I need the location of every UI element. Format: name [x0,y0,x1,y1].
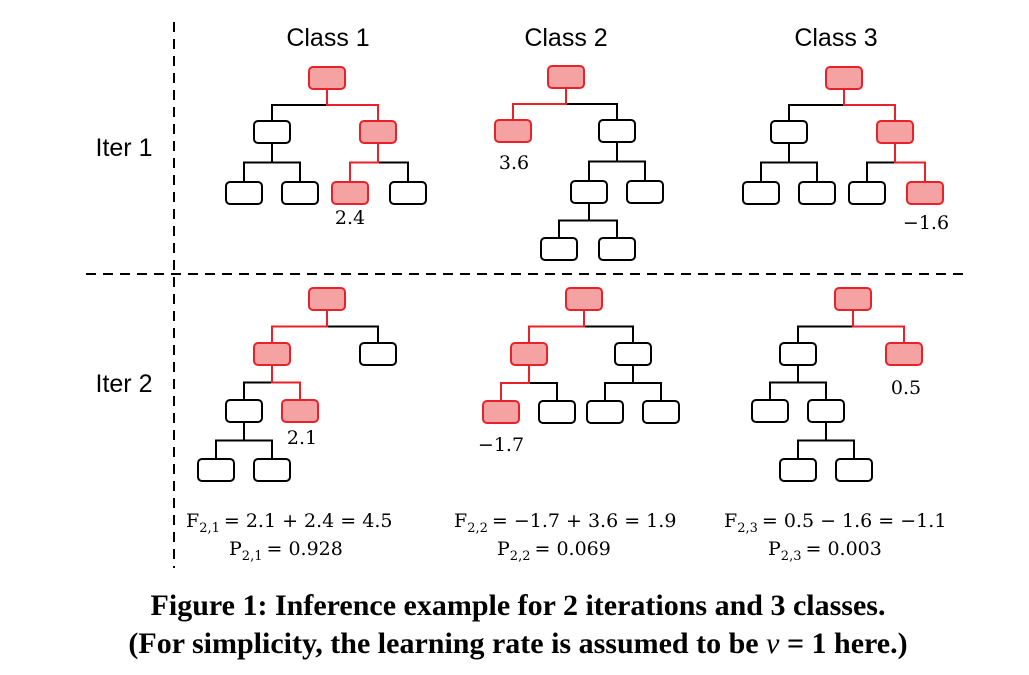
tree-edge-i1-c3-0 [788,89,845,121]
tree-node-active-i2-c2-3 [482,400,520,424]
tree-edge-i2-c2-4 [604,365,634,401]
tree-node-i2-c2-5 [586,400,624,424]
formula-p-class-3: P2,3= 0.003 [768,538,882,564]
tree-node-active-i1-c1-5 [331,181,369,205]
tree-node-i2-c1-2 [359,342,397,366]
tree-node-i1-c2-2 [598,119,636,143]
tree-edge-i1-c1-5 [377,143,409,182]
formula-p-class-1: P2,1= 0.928 [229,538,343,564]
tree-edge-i2-c1-1 [326,310,379,343]
leaf-value-i1-c3: −1.6 [903,212,949,234]
tree-node-i1-c3-5 [848,181,886,205]
tree-edge-i1-c1-3 [271,143,301,182]
tree-node-active-i2-c3-0 [834,287,872,311]
caption-line-1: Figure 1: Inference example for 2 iterat… [151,589,886,622]
leaf-value-i2-c2: −1.7 [478,434,524,456]
tree-node-active-i1-c1-2 [359,120,397,144]
tree-path-highlight-i1-c3-5 [894,143,926,182]
tree-node-i2-c2-4 [538,400,576,424]
tree-edge-i1-c2-2 [588,142,618,181]
tree-node-i2-c3-6 [835,458,873,482]
tree-node-i1-c2-3 [570,180,608,204]
formula-f-class-2: F2,2= −1.7 + 3.6 = 1.9 [454,510,676,536]
tree-node-i1-c2-6 [598,237,636,261]
tree-edge-i1-c3-4 [866,143,896,182]
tree-edge-i2-c2-1 [583,310,634,343]
tree-node-active-i1-c2-1 [494,119,532,143]
tree-edge-i2-c2-3 [528,365,558,401]
tree-edge-i1-c1-2 [243,143,273,182]
tree-node-i1-c1-1 [253,120,291,144]
tree-path-highlight-i2-c1-3 [271,365,301,400]
tree-node-i2-c1-3 [225,399,263,423]
tree-node-i1-c3-3 [742,181,780,205]
tree-node-i1-c1-3 [225,181,263,205]
leaf-value-i2-c1: 2.1 [287,427,317,449]
tree-node-i2-c2-2 [614,342,652,366]
tree-edge-i1-c2-5 [588,203,618,238]
tree-node-i2-c3-4 [807,399,845,423]
tree-edge-i1-c1-0 [271,89,328,121]
tree-node-active-i2-c3-2 [885,342,923,366]
tree-path-highlight-i1-c1-1 [326,89,379,121]
tree-path-highlight-i1-c1-4 [349,143,379,182]
column-header-class-1: Class 1 [286,24,369,52]
tree-edge-i1-c3-2 [760,143,790,182]
tree-node-active-i1-c3-6 [906,181,944,205]
column-header-class-3: Class 3 [794,24,877,52]
tree-node-i1-c2-5 [540,237,578,261]
tree-node-active-i1-c3-2 [876,120,914,144]
tree-node-i2-c2-6 [642,400,680,424]
tree-node-i1-c1-6 [389,181,427,205]
tree-node-i2-c1-6 [253,458,291,482]
tree-edge-i2-c1-4 [215,422,245,459]
leaf-value-i2-c3: 0.5 [891,377,921,399]
tree-node-active-i2-c1-1 [253,342,291,366]
tree-edge-i1-c3-3 [788,143,818,182]
tree-node-active-i2-c1-0 [308,287,346,311]
formula-p-class-2: P2,2= 0.069 [497,538,611,564]
formula-f-class-1: F2,1= 2.1 + 2.4 = 4.5 [186,510,392,536]
tree-node-i2-c1-5 [197,458,235,482]
tree-edge-i2-c3-0 [797,310,854,343]
tree-path-highlight-i2-c1-0 [271,310,328,343]
tree-node-active-i1-c1-0 [308,66,346,90]
tree-node-i1-c1-4 [281,181,319,205]
tree-node-active-i1-c2-0 [547,65,585,89]
tree-edge-i2-c1-2 [243,365,273,400]
column-header-class-2: Class 2 [524,24,607,52]
tree-node-i1-c3-4 [798,181,836,205]
tree-path-highlight-i2-c2-0 [528,310,585,343]
tree-edge-i2-c3-2 [769,365,799,400]
caption-line-2: (For simplicity, the learning rate is as… [128,627,907,660]
tree-path-highlight-i2-c2-2 [500,365,530,401]
tree-node-i2-c3-3 [751,399,789,423]
tree-node-active-i1-c3-0 [825,66,863,90]
tree-path-highlight-i1-c3-1 [843,89,896,121]
tree-edge-i2-c3-5 [825,422,855,459]
tree-node-active-i2-c1-4 [281,399,319,423]
tree-edge-i2-c3-3 [797,365,827,400]
formula-f-class-3: F2,3= 0.5 − 1.6 = −1.1 [724,510,946,536]
tree-path-highlight-i1-c2-0 [512,88,567,120]
tree-path-highlight-i2-c3-1 [852,310,905,343]
tree-node-i1-c3-1 [770,120,808,144]
tree-node-i2-c3-1 [779,342,817,366]
tree-node-i2-c3-5 [779,458,817,482]
trees-group [197,65,944,482]
tree-edge-i1-c2-4 [558,203,590,238]
tree-node-active-i2-c2-0 [565,287,603,311]
leaf-value-i1-c2: 3.6 [499,152,529,174]
row-header-iter-2: Iter 2 [96,370,153,398]
tree-edge-i2-c1-5 [243,422,273,459]
row-header-iter-1: Iter 1 [96,134,153,162]
tree-node-i1-c2-4 [626,180,664,204]
tree-edge-i1-c2-3 [616,142,646,181]
tree-edge-i2-c2-5 [632,365,662,401]
tree-node-active-i2-c2-1 [510,342,548,366]
tree-edge-i1-c2-1 [565,88,618,120]
tree-edge-i2-c3-4 [797,422,827,459]
leaf-value-i1-c1: 2.4 [335,207,365,229]
